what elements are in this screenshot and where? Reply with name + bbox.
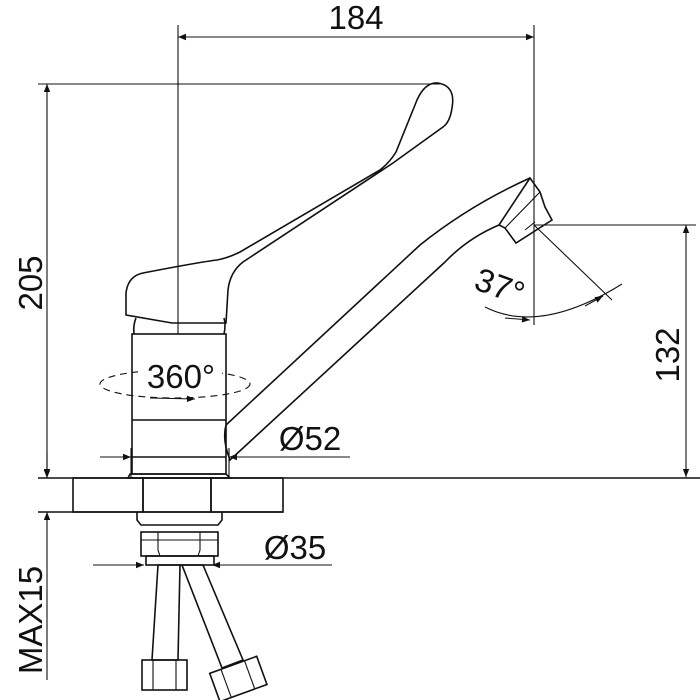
dimension-spout-height: 132 — [534, 224, 696, 477]
dimension-height: 205 — [12, 83, 440, 477]
shank-diameter-label: Ø35 — [264, 529, 326, 566]
lever-handle — [125, 82, 454, 324]
rotation-annotation: 360° — [99, 352, 251, 403]
dimension-max-thickness: MAX15 — [12, 452, 51, 680]
hose-nut-left — [141, 659, 188, 691]
dimension-body-diameter: Ø52 — [100, 420, 350, 478]
supply-hoses — [141, 564, 268, 700]
angle-annotation: 37° — [470, 224, 623, 323]
dimension-label-max: MAX15 — [12, 566, 49, 674]
dimension-label-spout-height: 132 — [649, 327, 686, 382]
dimension-label-height: 205 — [12, 255, 49, 310]
mounting-shank — [136, 512, 223, 566]
hose-nut-right — [208, 655, 268, 700]
dimension-label-width: 184 — [328, 0, 383, 36]
body-diameter-label: Ø52 — [279, 420, 341, 457]
dimension-shank-diameter: Ø35 — [93, 529, 332, 569]
faucet-body — [126, 317, 232, 479]
angle-label: 37° — [470, 260, 530, 312]
dimension-width: 184 — [177, 0, 535, 334]
rotation-label: 360° — [147, 358, 215, 395]
countertop-section — [38, 477, 700, 513]
spout — [223, 176, 554, 462]
